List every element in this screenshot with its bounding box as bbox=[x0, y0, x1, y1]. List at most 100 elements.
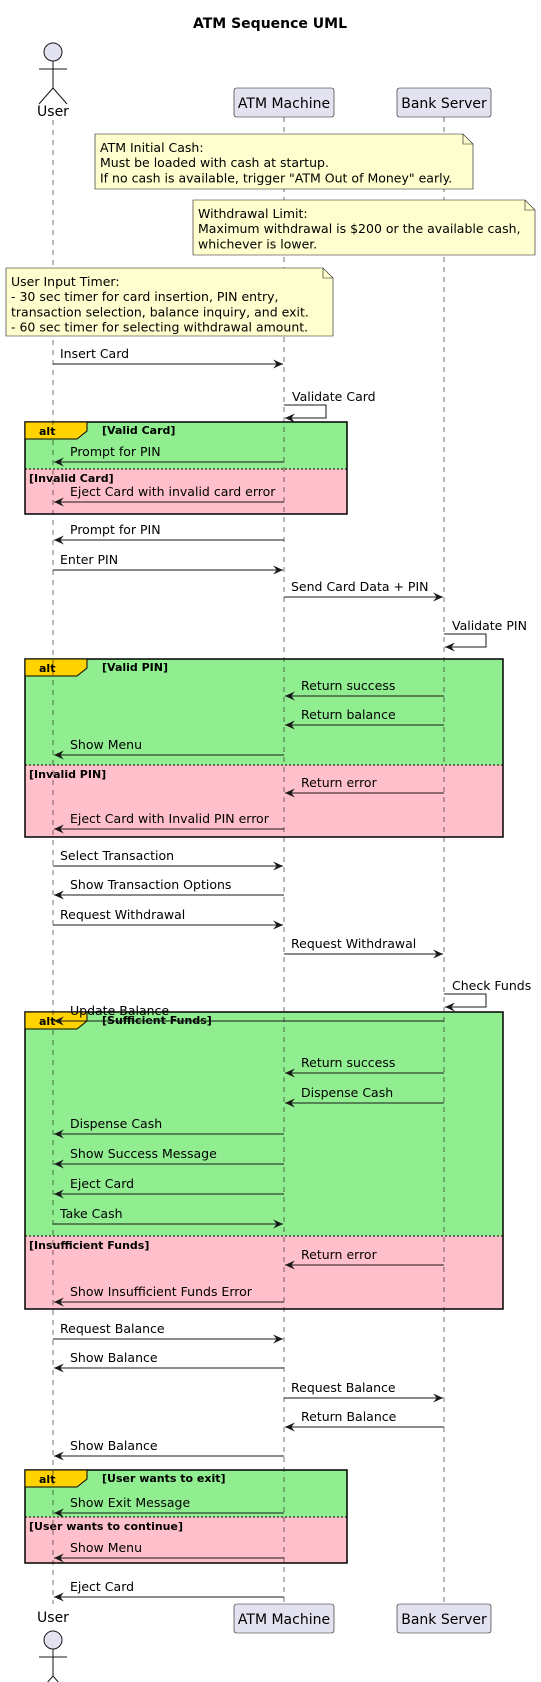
message: Dispense Cash bbox=[54, 1116, 284, 1139]
participant-user-bottom: User bbox=[37, 1610, 69, 1682]
message-label: Request Withdrawal bbox=[291, 936, 416, 951]
message-label: Request Withdrawal bbox=[60, 907, 185, 922]
message-label: Show Transaction Options bbox=[70, 877, 231, 892]
message: Request Withdrawal bbox=[53, 907, 283, 930]
message: Show Menu bbox=[54, 737, 284, 760]
message-label: Return Balance bbox=[301, 1409, 397, 1424]
message: Request Balance bbox=[284, 1380, 443, 1403]
alt-keyword: alt bbox=[39, 425, 55, 438]
message: Return error bbox=[285, 1247, 444, 1270]
note-body bbox=[192, 199, 536, 256]
message-label: Eject Card with invalid card error bbox=[70, 484, 276, 499]
message: Show Success Message bbox=[54, 1146, 284, 1169]
message: Request Balance bbox=[53, 1321, 283, 1344]
message-label: Show Menu bbox=[70, 1540, 142, 1555]
message-label: Send Card Data + PIN bbox=[291, 579, 429, 594]
alt-true-region bbox=[25, 659, 503, 765]
note-line: - 60 sec timer for selecting withdrawal … bbox=[11, 320, 308, 335]
message: Return balance bbox=[285, 707, 444, 730]
alt-condition: [Insufficient Funds] bbox=[29, 1239, 149, 1252]
message: Dispense Cash bbox=[285, 1085, 444, 1108]
message-label: Prompt for PIN bbox=[70, 444, 161, 459]
message-label: Request Balance bbox=[60, 1321, 165, 1336]
participant-label: User bbox=[37, 1610, 69, 1626]
message: Enter PIN bbox=[53, 552, 283, 575]
self-message-arrow bbox=[444, 993, 487, 1012]
message-label: Show Insufficient Funds Error bbox=[70, 1284, 253, 1299]
alt-block: alt[Valid Card][Invalid Card] bbox=[24, 421, 348, 515]
message: Return error bbox=[285, 775, 444, 798]
note-line: Maximum withdrawal is $200 or the availa… bbox=[198, 221, 520, 236]
alt-keyword: alt bbox=[39, 662, 55, 675]
message: Show Insufficient Funds Error bbox=[54, 1284, 284, 1307]
message: Update Balance bbox=[54, 1003, 444, 1026]
message-label: Eject Card bbox=[70, 1176, 134, 1191]
alt-condition: [Valid PIN] bbox=[102, 661, 168, 674]
participant-box bbox=[396, 1603, 492, 1634]
note-body bbox=[5, 267, 334, 337]
participant-label: ATM Machine bbox=[238, 1612, 330, 1628]
participant-box bbox=[396, 87, 492, 118]
note-fold bbox=[322, 268, 333, 279]
alt-block: alt [Valid PIN] [Invalid PIN] bbox=[24, 658, 504, 838]
participant-bank-bottom: Bank Server bbox=[396, 1603, 492, 1634]
participant-bank-top: Bank Server bbox=[396, 87, 492, 118]
message-label: Return error bbox=[301, 775, 378, 790]
message-label: Eject Card bbox=[70, 1579, 134, 1594]
alt-keyword: alt bbox=[39, 1015, 55, 1028]
message-label: Take Cash bbox=[59, 1206, 123, 1221]
alt-false-region bbox=[25, 469, 347, 514]
participant-atm-top: ATM Machine bbox=[233, 87, 335, 118]
message: Check Funds bbox=[444, 978, 531, 1012]
message-label: Eject Card with Invalid PIN error bbox=[70, 811, 270, 826]
message-label: Dispense Cash bbox=[70, 1116, 162, 1131]
alt-frame bbox=[24, 421, 348, 515]
alt-condition: [Invalid PIN] bbox=[29, 768, 106, 781]
alt-frame bbox=[24, 658, 504, 838]
message: Select Transaction bbox=[53, 848, 283, 871]
message-label: Show Exit Message bbox=[70, 1495, 190, 1510]
message-label: Request Balance bbox=[291, 1380, 396, 1395]
message: Eject Card with invalid card error bbox=[54, 484, 284, 507]
message: Prompt for PIN bbox=[54, 522, 284, 545]
message: Take Cash bbox=[53, 1206, 283, 1229]
message-label: Show Menu bbox=[70, 737, 142, 752]
alt-keyword: alt bbox=[39, 1473, 55, 1486]
message-label: Dispense Cash bbox=[301, 1085, 393, 1100]
message: Show Balance bbox=[54, 1438, 284, 1461]
message-label: Return error bbox=[301, 1247, 378, 1262]
actor-icon bbox=[38, 42, 68, 105]
participant-label: Bank Server bbox=[401, 96, 487, 112]
message-label: Select Transaction bbox=[60, 848, 174, 863]
message-label: Check Funds bbox=[452, 978, 531, 993]
alt-false-region bbox=[25, 765, 503, 837]
note: Withdrawal Limit:Maximum withdrawal is $… bbox=[192, 199, 536, 256]
message: Send Card Data + PIN bbox=[284, 579, 443, 602]
note-line: - 30 sec timer for card insertion, PIN e… bbox=[11, 289, 279, 304]
note-fold bbox=[524, 200, 535, 211]
participant-atm-bottom: ATM Machine bbox=[233, 1603, 335, 1634]
message: Eject Card with Invalid PIN error bbox=[54, 811, 284, 834]
alt-frame bbox=[24, 1469, 348, 1564]
note-line: If no cash is available, trigger "ATM Ou… bbox=[100, 170, 452, 185]
participant-box bbox=[233, 1603, 335, 1634]
participant-label: ATM Machine bbox=[238, 96, 330, 112]
note-line: Withdrawal Limit: bbox=[198, 206, 308, 221]
message: Return success bbox=[285, 1055, 444, 1078]
note-line: whichever is lower. bbox=[198, 236, 317, 251]
alt-condition: [Invalid Card] bbox=[29, 472, 114, 485]
alt-tab bbox=[24, 658, 88, 677]
alt-block: alt[User wants to exit][User wants to co… bbox=[24, 1469, 348, 1564]
participant-label: Bank Server bbox=[401, 1612, 487, 1628]
message-label: Show Balance bbox=[70, 1438, 158, 1453]
message: Request Withdrawal bbox=[284, 936, 443, 959]
participant-box bbox=[233, 87, 335, 118]
note-fold bbox=[462, 134, 473, 145]
message-label: Return success bbox=[301, 678, 395, 693]
alt-condition: [User wants to exit] bbox=[102, 1472, 226, 1485]
message-label: Prompt for PIN bbox=[70, 522, 161, 537]
message-label: Update Balance bbox=[70, 1003, 169, 1018]
alt-false-region bbox=[25, 1517, 347, 1563]
message: Validate Card bbox=[284, 389, 376, 423]
note-line: User Input Timer: bbox=[11, 274, 120, 289]
